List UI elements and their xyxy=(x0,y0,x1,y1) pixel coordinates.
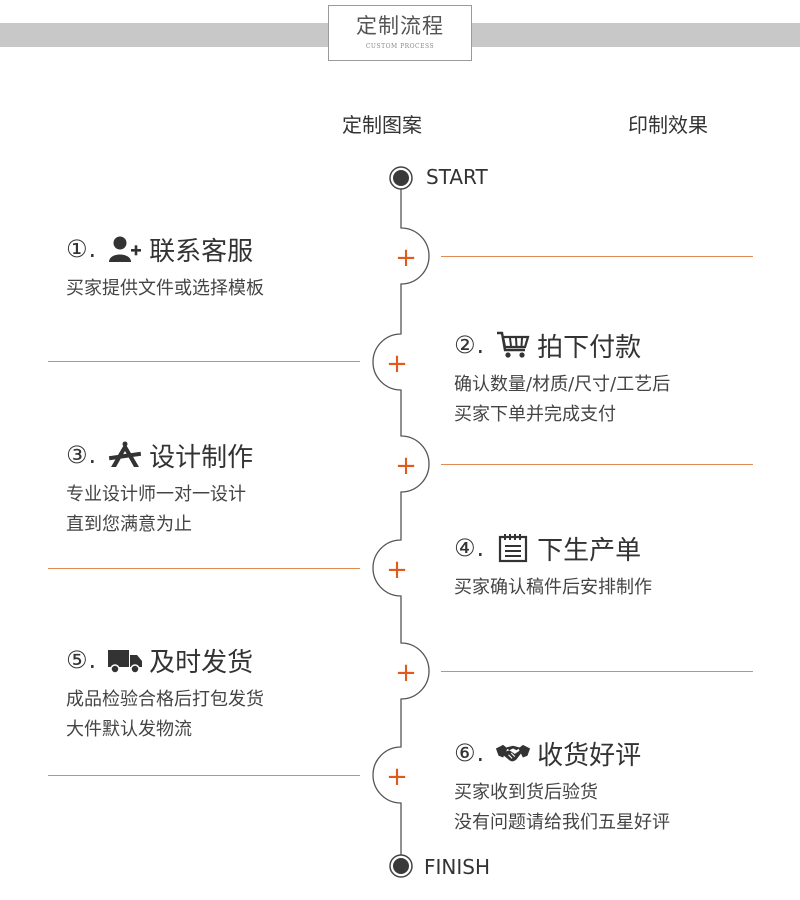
description-line: 买家确认稿件后安排制作 xyxy=(454,577,652,598)
step-description: 买家确认稿件后安排制作 xyxy=(454,573,784,603)
description-line: 直到您满意为止 xyxy=(66,514,192,535)
handshake-icon xyxy=(495,738,531,768)
cart-icon xyxy=(495,330,531,360)
step-title: 联系客服 xyxy=(149,236,254,267)
step-number: ⑥. xyxy=(454,739,486,767)
connector-line xyxy=(48,775,360,776)
order-list-icon xyxy=(495,533,531,563)
connector-line xyxy=(48,361,360,362)
start-label: START xyxy=(426,165,488,189)
step-description: 买家收到货后验货 没有问题请给我们五星好评 xyxy=(454,778,784,838)
step-5: ⑤. 及时发货 成品检验合格后打包发货 大件默认发物流 xyxy=(66,641,396,745)
description-line: 专业设计师一对一设计 xyxy=(66,484,246,505)
connector-line xyxy=(441,464,753,465)
step-title: 下生产单 xyxy=(537,535,642,566)
plus-icon: + xyxy=(395,658,417,688)
step-description: 确认数量/材质/尺寸/工艺后 买家下单并完成支付 xyxy=(454,370,784,430)
step-4: ④. 下生产单 买家确认稿件后安排制作 xyxy=(454,529,784,603)
step-description: 成品检验合格后打包发货 大件默认发物流 xyxy=(66,685,396,745)
column-heading-design: 定制图案 xyxy=(342,113,422,137)
step-number: ①. xyxy=(66,235,98,263)
step-2: ②. 拍下付款 确认数量/材质/尺寸/工艺后 买家下单并完成支付 xyxy=(454,326,784,430)
connector-line xyxy=(441,671,753,672)
step-title: 设计制作 xyxy=(149,442,254,473)
description-line: 没有问题请给我们五星好评 xyxy=(454,812,670,833)
page-subtitle: CUSTOM PROCESS xyxy=(365,43,435,50)
plus-icon: + xyxy=(386,555,408,585)
step-number: ②. xyxy=(454,331,486,359)
timeline-line xyxy=(372,178,430,866)
page-title: 定制流程 xyxy=(356,14,444,38)
start-node-icon xyxy=(389,166,413,190)
description-line: 确认数量/材质/尺寸/工艺后 xyxy=(454,374,671,395)
step-number: ③. xyxy=(66,441,98,469)
step-title: 及时发货 xyxy=(149,647,254,678)
design-tools-icon xyxy=(107,440,143,470)
add-user-icon xyxy=(107,234,143,264)
description-line: 成品检验合格后打包发货 xyxy=(66,689,264,710)
description-line: 买家提供文件或选择模板 xyxy=(66,278,264,299)
plus-icon: + xyxy=(395,451,417,481)
step-title: 收货好评 xyxy=(537,740,642,771)
plus-icon: + xyxy=(386,349,408,379)
connector-line xyxy=(441,256,753,257)
step-6: ⑥. 收货好评 买家收到货后验货 没有问题请给我们五星好评 xyxy=(454,734,784,838)
step-title: 拍下付款 xyxy=(537,332,642,363)
finish-node-icon xyxy=(389,854,413,878)
title-box: 定制流程 CUSTOM PROCESS xyxy=(328,5,472,61)
column-heading-result: 印制效果 xyxy=(628,113,708,137)
step-number: ④. xyxy=(454,534,486,562)
plus-icon: + xyxy=(386,762,408,792)
plus-icon: + xyxy=(395,243,417,273)
step-1: ①. 联系客服 买家提供文件或选择模板 xyxy=(66,230,396,304)
step-description: 专业设计师一对一设计 直到您满意为止 xyxy=(66,480,396,540)
step-3: ③. 设计制作 专业设计师一对一设计 直到您满意为止 xyxy=(66,436,396,540)
description-line: 买家下单并完成支付 xyxy=(454,404,616,425)
step-description: 买家提供文件或选择模板 xyxy=(66,274,396,304)
description-line: 大件默认发物流 xyxy=(66,719,192,740)
step-number: ⑤. xyxy=(66,646,98,674)
description-line: 买家收到货后验货 xyxy=(454,782,598,803)
truck-icon xyxy=(107,645,143,675)
connector-line xyxy=(48,568,360,569)
finish-label: FINISH xyxy=(424,855,490,879)
